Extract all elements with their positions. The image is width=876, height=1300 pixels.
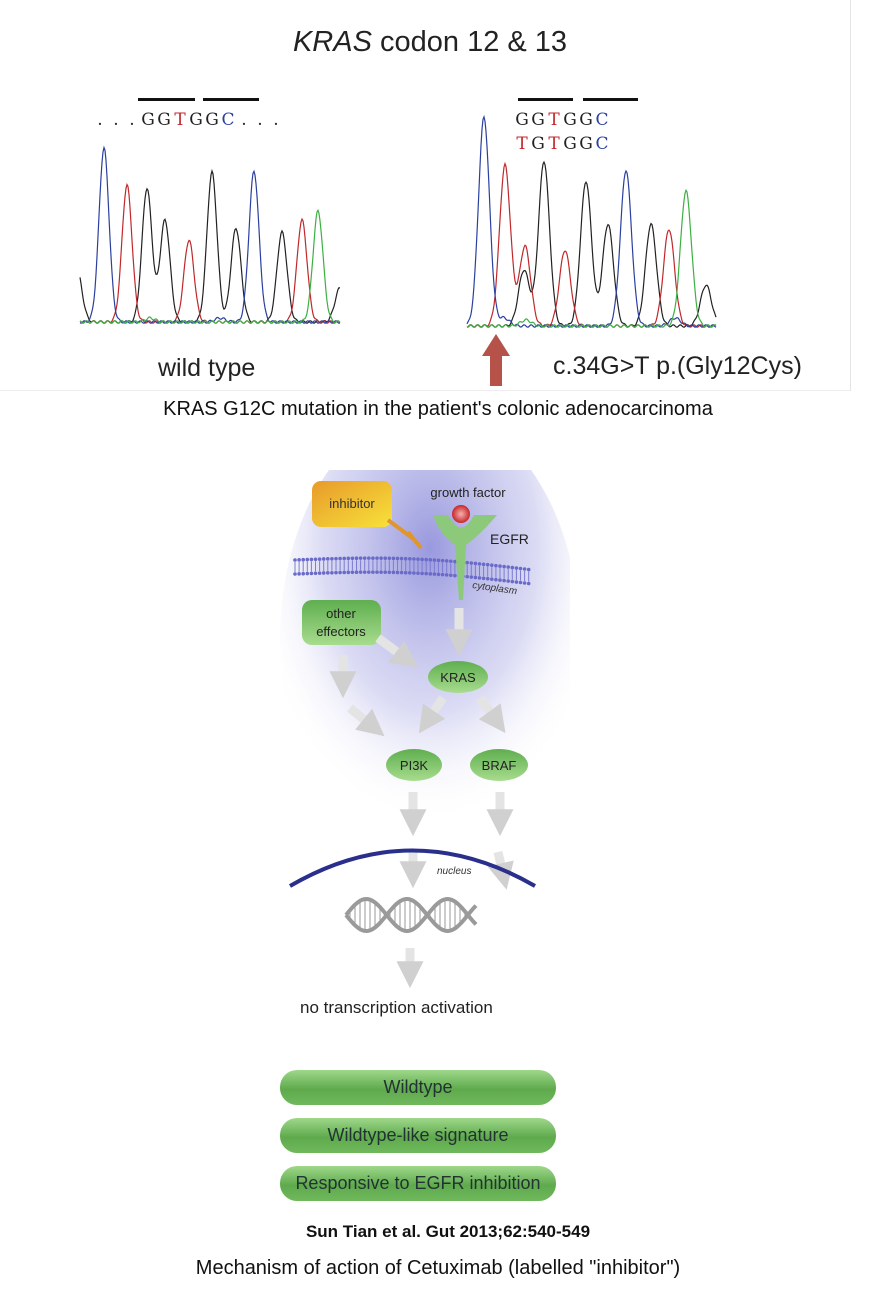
title-gene: KRAS [292,26,372,58]
figure-title: KRAS codon 12 & 13 [0,26,860,59]
nuclear-membrane [288,848,536,888]
chromatograms [79,114,717,386]
base-letter: . [273,110,279,130]
base-letter: G [157,110,171,130]
braf-node [470,749,528,781]
growth-factor-label: growth factor [430,485,506,500]
base-letter: G [515,110,529,130]
cytoplasm-glow [280,470,570,870]
trace-A [79,208,341,324]
kras-label: KRAS [440,670,476,685]
base-letter: C [595,134,609,154]
inhibitor-label: inhibitor [329,496,375,511]
mutant-chromatogram [466,114,717,328]
base-letter: C [595,110,609,130]
trace-C [79,145,341,324]
top-caption: KRAS G12C mutation in the patient's colo… [163,398,713,420]
codon-13-bar [203,98,259,101]
wild-type-label: wild type [158,354,256,382]
base-letter: T [516,134,528,154]
trace-A [466,188,717,328]
status-pill-signature: Wildtype-like signature [280,1118,556,1153]
inhibitor-box [312,481,392,527]
base-letter: . [241,110,247,130]
base-letter: . [113,110,119,130]
base-letter: G [189,110,203,130]
other-effectors-label-1: other [326,606,356,621]
other-effectors-box [302,600,381,645]
title-rest: codon 12 & 13 [371,26,568,58]
status-pill-wildtype: Wildtype [280,1070,556,1105]
bottom-caption: Mechanism of action of Cetuximab (labell… [195,1257,681,1279]
growth-factor-ball-icon [452,505,470,523]
trace-T [79,182,341,324]
nucleus-label: nucleus [437,866,471,877]
egfr-pathway-diagram: cytoplasm inhibitor growth factor EGFR o… [280,470,570,989]
base-letter: T [548,134,560,154]
codon-13-bar-mutant [583,98,638,101]
base-letter: G [531,110,545,130]
egfr-receptor-icon [433,515,497,600]
citation: Sun Tian et al. Gut 2013;62:540-549 [305,1222,591,1241]
pi3k-label: PI3K [400,758,429,773]
kras-node [428,661,488,693]
base-letter: . [129,110,135,130]
mutation-label: c.34G>T p.(Gly12Cys) [553,352,802,380]
signal-arrows [329,608,514,989]
base-letter: G [141,110,155,130]
other-effectors-label-2: effectors [316,624,366,639]
dna-helix-icon [344,896,478,934]
base-letter: G [579,110,593,130]
codon-12-bar-mutant [518,98,573,101]
pi3k-node [386,749,442,781]
base-letter: G [205,110,219,130]
base-letter: C [221,110,235,130]
base-letter: . [97,110,103,130]
base-letter: G [563,110,577,130]
egfr-label: EGFR [490,531,529,547]
base-letter: G [563,134,577,154]
braf-label: BRAF [482,758,517,773]
mutation-arrow-icon [482,334,510,386]
base-letter: T [174,110,186,130]
base-letter: G [579,134,593,154]
status-pill-responsive: Responsive to EGFR inhibition [280,1166,556,1201]
base-letter: T [548,110,560,130]
trace-G [466,160,717,328]
base-letter: G [531,134,545,154]
outcome-label: no transcription activation [300,998,493,1017]
inhibition-icon [386,518,423,550]
trace-C [466,114,717,328]
cell-membrane [293,556,531,586]
trace-G [79,168,341,324]
codon-12-bar [138,98,195,101]
wild-type-chromatogram [79,145,341,324]
base-letter: . [257,110,263,130]
